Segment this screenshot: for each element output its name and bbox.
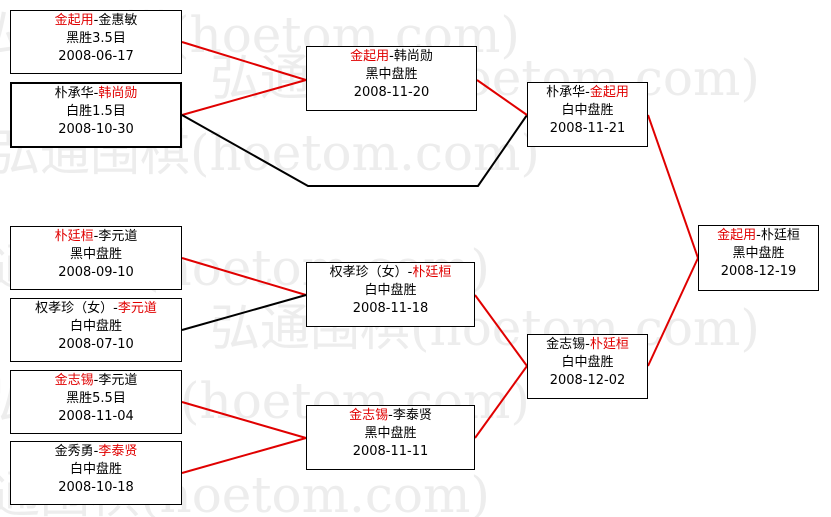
match-r1-2: 朴承华-韩尚勋 白胜1.5目 2008-10-30 [10, 82, 182, 148]
separator: - [93, 444, 99, 459]
date: 2008-06-17 [58, 49, 134, 64]
separator: - [756, 228, 761, 243]
match-r3-2: 金志锡-朴廷桓 白中盘胜 2008-12-02 [527, 334, 648, 399]
separator: - [388, 408, 393, 423]
player-2: 李元道 [117, 301, 157, 316]
players: 金志锡-李泰贤 [307, 407, 474, 425]
date: 2008-11-18 [352, 301, 429, 316]
match-r1-4: 权孝珍（女）-李元道 白中盘胜 2008-07-10 [10, 298, 182, 362]
match-r3-1: 朴承华-金起用 白中盘胜 2008-11-21 [527, 82, 648, 147]
date: 2008-12-02 [549, 373, 626, 388]
connector-r2-1 [476, 79, 528, 116]
player-1: 金志锡 [54, 373, 94, 388]
player-2: 金惠敏 [98, 13, 138, 28]
match-r1-6: 金秀勇-李泰贤 白中盘胜 2008-10-18 [10, 441, 182, 505]
match-r2-2: 权孝珍（女）-朴廷桓 白中盘胜 2008-11-18 [306, 262, 475, 327]
separator: - [585, 337, 590, 352]
result: 黑中盘胜 [365, 67, 418, 82]
players: 金起用-韩尚勋 [307, 48, 476, 66]
connector-r2-3 [474, 365, 528, 439]
result: 黑中盘胜 [69, 247, 122, 262]
players: 朴承华-韩尚勋 [12, 85, 180, 103]
separator: - [407, 265, 413, 280]
player-1: 朴承华 [54, 86, 94, 101]
result: 白中盘胜 [364, 283, 417, 298]
date: 2008-12-19 [720, 264, 797, 279]
player-1: 金秀勇 [54, 444, 94, 459]
date: 2008-11-04 [58, 409, 134, 424]
date: 2008-10-18 [58, 480, 134, 495]
result: 黑胜3.5目 [66, 31, 126, 46]
players: 金志锡-李元道 [11, 372, 181, 390]
date: 2008-11-21 [549, 121, 626, 136]
match-r2-3: 金志锡-李泰贤 黑中盘胜 2008-11-11 [306, 405, 475, 470]
separator: - [93, 229, 99, 244]
date: 2008-11-20 [353, 85, 430, 100]
connector-r1-2-lose [181, 114, 528, 187]
result: 黑中盘胜 [732, 246, 785, 261]
connector-r1-5 [181, 401, 307, 439]
connector-r3-2 [647, 257, 699, 367]
date: 2008-07-10 [58, 337, 134, 352]
result: 黑中盘胜 [364, 426, 417, 441]
separator: - [93, 86, 99, 101]
player-2: 韩尚勋 [98, 86, 138, 101]
result: 白中盘胜 [561, 103, 614, 118]
player-2: 朴廷桓 [589, 337, 629, 352]
player-2: 李泰贤 [392, 408, 432, 423]
players: 权孝珍（女）-李元道 [11, 300, 181, 318]
connector-r2-2 [474, 294, 528, 367]
player-1: 朴承华 [546, 85, 586, 100]
connector-r1-3 [181, 257, 307, 296]
connector-r1-1 [181, 41, 307, 81]
players: 金起用-金惠敏 [11, 12, 181, 30]
player-2: 朴廷桓 [760, 228, 800, 243]
match-r1-1: 金起用-金惠敏 黑胜3.5目 2008-06-17 [10, 10, 182, 74]
player-1: 金志锡 [349, 408, 389, 423]
result: 白中盘胜 [69, 462, 122, 477]
players: 权孝珍（女）-朴廷桓 [307, 264, 474, 282]
players: 金起用-朴廷桓 [699, 227, 818, 245]
player-2: 李元道 [98, 229, 138, 244]
result: 白中盘胜 [69, 319, 122, 334]
players: 朴廷桓-李元道 [11, 228, 181, 246]
match-r2-1: 金起用-韩尚勋 黑中盘胜 2008-11-20 [306, 46, 477, 111]
player-2: 李元道 [98, 373, 138, 388]
separator: - [93, 13, 99, 28]
player-2: 韩尚勋 [393, 49, 433, 64]
player-1: 金起用 [717, 228, 757, 243]
connector-r1-2 [181, 79, 307, 116]
separator: - [93, 373, 99, 388]
players: 金志锡-朴廷桓 [528, 336, 647, 354]
result: 白中盘胜 [561, 355, 614, 370]
result: 黑胜5.5目 [66, 391, 126, 406]
date: 2008-11-11 [352, 444, 429, 459]
match-r1-5: 金志锡-李元道 黑胜5.5目 2008-11-04 [10, 370, 182, 434]
player-1: 金起用 [54, 13, 94, 28]
result: 白胜1.5目 [66, 104, 126, 119]
connector-r3-1 [647, 114, 699, 259]
players: 朴承华-金起用 [528, 84, 647, 102]
player-1: 金起用 [350, 49, 390, 64]
players: 金秀勇-李泰贤 [11, 443, 181, 461]
player-1: 朴廷桓 [54, 229, 94, 244]
separator: - [113, 301, 118, 316]
separator: - [585, 85, 590, 100]
separator: - [389, 49, 394, 64]
player-1: 金志锡 [546, 337, 586, 352]
player-2: 朴廷桓 [412, 265, 452, 280]
date: 2008-10-30 [58, 122, 134, 137]
player-1: 权孝珍（女） [329, 265, 408, 280]
player-1: 权孝珍（女） [35, 301, 114, 316]
match-r1-3: 朴廷桓-李元道 黑中盘胜 2008-09-10 [10, 226, 182, 290]
match-final: 金起用-朴廷桓 黑中盘胜 2008-12-19 [698, 225, 819, 291]
connector-r1-6 [181, 437, 307, 474]
connector-r1-4 [181, 294, 307, 331]
date: 2008-09-10 [58, 265, 134, 280]
player-2: 李泰贤 [98, 444, 138, 459]
player-2: 金起用 [589, 85, 629, 100]
